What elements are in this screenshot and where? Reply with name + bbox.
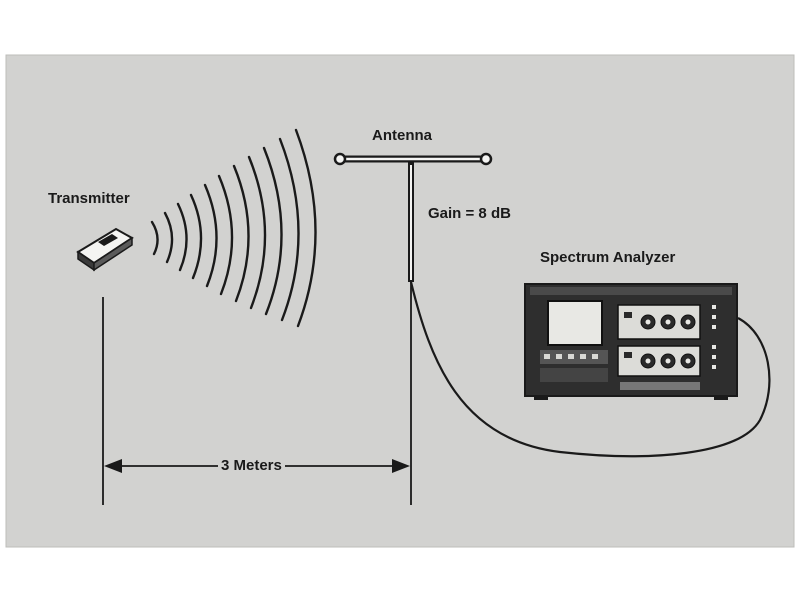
wave-arc	[294, 128, 317, 328]
wave-arc	[278, 137, 300, 322]
spectrum-analyzer	[524, 283, 738, 400]
gain-label: Gain = 8 dB	[428, 205, 511, 222]
antenna	[333, 152, 493, 505]
wave-arc	[150, 220, 159, 256]
wave-arc	[247, 155, 267, 310]
wave-arc	[176, 202, 188, 272]
wave-arc	[232, 164, 250, 303]
wave-arc	[217, 174, 234, 296]
wave-arc	[189, 193, 203, 280]
coax-cable	[409, 281, 771, 458]
wave-arc	[262, 146, 283, 316]
distance-label: 3 Meters	[218, 457, 285, 474]
wave-arc	[163, 211, 174, 264]
radio-waves	[150, 128, 317, 328]
wave-arc	[203, 183, 218, 288]
transmitter-device	[76, 227, 134, 272]
antenna-label: Antenna	[372, 127, 432, 144]
spectrum-analyzer-label: Spectrum Analyzer	[540, 249, 676, 266]
analyzer-screen	[547, 300, 603, 346]
transmitter-label: Transmitter	[48, 190, 130, 207]
